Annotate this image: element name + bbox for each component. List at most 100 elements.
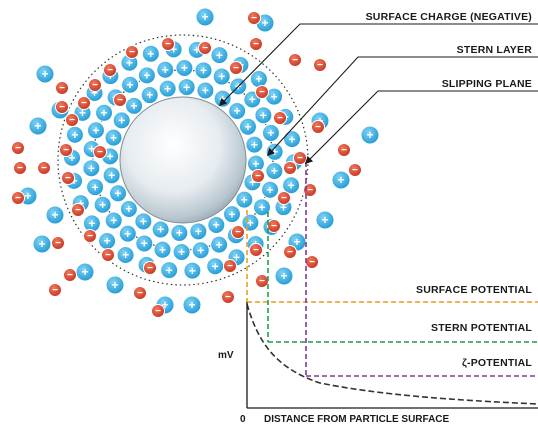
svg-text:+: + xyxy=(92,180,99,194)
svg-text:+: + xyxy=(125,202,132,216)
negative-ion: − xyxy=(55,81,69,95)
svg-text:+: + xyxy=(147,47,154,61)
negative-ion: − xyxy=(348,163,362,177)
positive-ion: + xyxy=(206,257,225,276)
svg-text:−: − xyxy=(255,171,261,182)
svg-text:+: + xyxy=(201,10,208,24)
svg-text:−: − xyxy=(233,63,239,74)
svg-text:−: − xyxy=(253,245,259,256)
svg-text:−: − xyxy=(137,288,143,299)
svg-text:+: + xyxy=(24,189,31,203)
svg-text:+: + xyxy=(267,126,274,140)
negative-ion: − xyxy=(255,274,269,288)
positive-ion: + xyxy=(170,223,189,242)
slipping-plane-leader xyxy=(304,90,538,165)
positive-ion: + xyxy=(177,78,196,97)
x-axis-label: DISTANCE FROM PARTICLE SURFACE xyxy=(264,414,450,425)
positive-ion: + xyxy=(160,261,179,280)
positive-ion: + xyxy=(210,235,229,254)
positive-ion: + xyxy=(105,275,125,295)
negative-ion: − xyxy=(221,290,235,304)
negative-ion: − xyxy=(255,85,269,99)
svg-text:−: − xyxy=(315,122,321,133)
svg-text:−: − xyxy=(292,55,298,66)
svg-text:+: + xyxy=(122,248,129,262)
svg-text:+: + xyxy=(251,138,258,152)
stern-layer-label: STERN LAYER xyxy=(457,44,533,56)
negative-ion: − xyxy=(198,41,212,55)
svg-text:−: − xyxy=(259,276,265,287)
svg-text:−: − xyxy=(251,13,257,24)
svg-text:+: + xyxy=(124,227,131,241)
svg-text:−: − xyxy=(147,263,153,274)
slipping-plane-label: SLIPPING PLANE xyxy=(442,78,532,90)
positive-ion: + xyxy=(134,212,153,231)
positive-ion: + xyxy=(102,166,121,185)
svg-text:+: + xyxy=(233,250,240,264)
svg-text:+: + xyxy=(143,69,150,83)
stern-potential-label: STERN POTENTIAL xyxy=(431,322,532,334)
svg-text:+: + xyxy=(99,198,106,212)
svg-text:+: + xyxy=(111,278,118,292)
positive-ion: + xyxy=(86,178,105,197)
svg-text:+: + xyxy=(271,164,278,178)
positive-ion: + xyxy=(93,195,112,214)
positive-ion: + xyxy=(213,89,232,108)
positive-ion: + xyxy=(210,46,229,65)
svg-text:−: − xyxy=(59,83,65,94)
svg-text:+: + xyxy=(218,70,225,84)
svg-text:−: − xyxy=(225,292,231,303)
svg-text:−: − xyxy=(253,39,259,50)
svg-text:+: + xyxy=(131,99,138,113)
svg-text:+: + xyxy=(104,234,111,248)
svg-text:+: + xyxy=(219,92,226,106)
svg-text:−: − xyxy=(63,145,69,156)
svg-text:−: − xyxy=(287,163,293,174)
negative-ion: − xyxy=(143,261,157,275)
surface-charge-label: SURFACE CHARGE (NEGATIVE) xyxy=(366,11,532,23)
svg-text:+: + xyxy=(271,90,278,104)
svg-text:−: − xyxy=(309,257,315,268)
negative-ion: − xyxy=(61,171,75,185)
svg-text:−: − xyxy=(69,115,75,126)
positive-ion: + xyxy=(241,213,260,232)
svg-text:+: + xyxy=(188,298,195,312)
positive-ion: + xyxy=(119,199,138,218)
svg-text:+: + xyxy=(289,132,296,146)
negative-ion: − xyxy=(83,229,97,243)
negative-ion: − xyxy=(229,61,243,75)
svg-text:+: + xyxy=(252,157,259,171)
svg-text:−: − xyxy=(277,113,283,124)
svg-text:−: − xyxy=(307,185,313,196)
positive-ion: + xyxy=(235,190,254,209)
svg-text:+: + xyxy=(71,128,78,142)
negative-ion: − xyxy=(65,113,79,127)
negative-ion: − xyxy=(247,11,261,25)
svg-text:+: + xyxy=(126,56,133,70)
negative-ion: − xyxy=(249,37,263,51)
negative-ion: − xyxy=(101,248,115,262)
positive-ion: + xyxy=(104,128,123,147)
svg-text:−: − xyxy=(15,193,21,204)
svg-text:−: − xyxy=(17,163,23,174)
negative-ion: − xyxy=(311,120,325,134)
svg-text:+: + xyxy=(293,235,300,249)
positive-ion: + xyxy=(75,262,95,282)
svg-text:+: + xyxy=(110,131,117,145)
positive-ion: + xyxy=(360,125,380,145)
svg-text:+: + xyxy=(140,215,147,229)
negative-ion: − xyxy=(125,45,139,59)
svg-text:+: + xyxy=(51,208,58,222)
svg-text:+: + xyxy=(161,298,168,312)
svg-text:−: − xyxy=(227,261,233,272)
svg-text:−: − xyxy=(297,153,303,164)
negative-ion: − xyxy=(37,161,51,175)
svg-text:−: − xyxy=(105,250,111,261)
svg-text:+: + xyxy=(162,63,169,77)
positive-ion: + xyxy=(109,184,128,203)
svg-text:+: + xyxy=(88,161,95,175)
negative-ion: − xyxy=(59,143,73,157)
positive-ion: + xyxy=(191,241,210,260)
negative-ion: − xyxy=(161,37,175,51)
